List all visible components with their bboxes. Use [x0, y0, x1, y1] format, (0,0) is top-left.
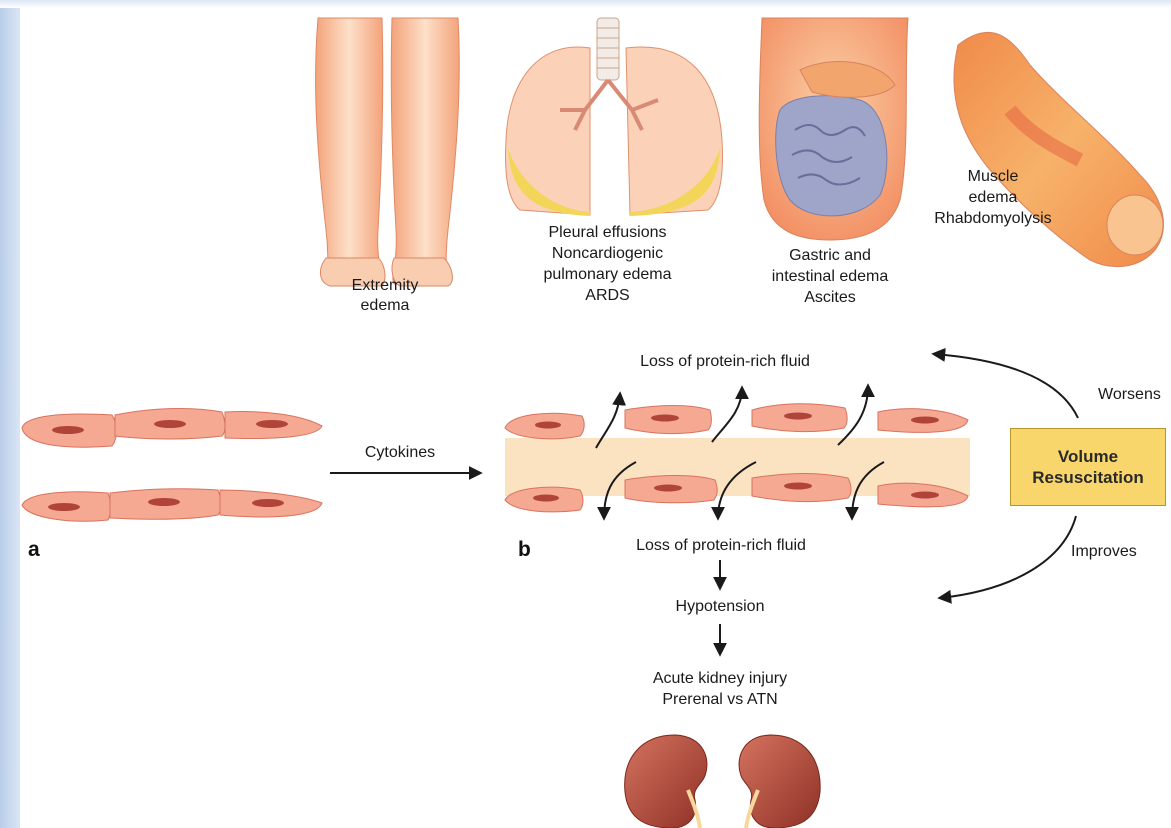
arm-illustration: [954, 32, 1164, 266]
muscle-label-line1: Muscle: [928, 166, 1058, 187]
lungs-label-line1: Pleural effusions: [500, 222, 715, 243]
worsens-label: Worsens: [1098, 385, 1161, 405]
loss-protein-bottom-label: Loss of protein-rich fluid: [596, 536, 846, 556]
lungs-illustration: [506, 18, 723, 216]
aki-label: Acute kidney injury Prerenal vs ATN: [610, 668, 830, 710]
muscle-label-line3: Rhabdomyolysis: [928, 208, 1058, 229]
improves-label: Improves: [1071, 542, 1137, 562]
abdomen-label-line1: Gastric and: [740, 245, 920, 266]
aki-label-line2: Prerenal vs ATN: [610, 689, 830, 710]
aki-label-line1: Acute kidney injury: [610, 668, 830, 689]
cytokines-label: Cytokines: [340, 443, 460, 463]
muscle-label: Muscle edema Rhabdomyolysis: [928, 166, 1058, 229]
legs-illustration: [316, 18, 460, 286]
panel-a-letter: a: [28, 538, 40, 562]
extremity-label-line1: Extremity: [320, 276, 450, 296]
lungs-label: Pleural effusions Noncardiogenic pulmona…: [500, 222, 715, 306]
muscle-label-line2: edema: [928, 187, 1058, 208]
hypotension-label: Hypotension: [640, 597, 800, 617]
leak-up-arrow-2: [712, 388, 742, 442]
panel-b-letter: b: [518, 538, 531, 562]
abdomen-illustration: [759, 18, 908, 240]
lungs-label-line4: ARDS: [500, 285, 715, 306]
improves-arrow: [940, 516, 1076, 598]
worsens-arrow: [934, 354, 1078, 418]
kidneys-illustration: [625, 735, 820, 828]
abdomen-label: Gastric and intestinal edema Ascites: [740, 245, 920, 308]
abdomen-label-line3: Ascites: [740, 287, 920, 308]
abdomen-label-line2: intestinal edema: [740, 266, 920, 287]
extremity-label-line2: edema: [320, 296, 450, 316]
lungs-label-line2: Noncardiogenic: [500, 243, 715, 264]
volume-resuscitation-line1: Volume: [1058, 446, 1118, 467]
volume-resuscitation-box: Volume Resuscitation: [1010, 428, 1166, 506]
loss-protein-top-label: Loss of protein-rich fluid: [600, 352, 850, 372]
lungs-label-line3: pulmonary edema: [500, 264, 715, 285]
extremity-label: Extremity edema: [320, 276, 450, 316]
normal-endothelium: [22, 408, 322, 521]
leaky-endothelium: [505, 404, 970, 512]
volume-resuscitation-line2: Resuscitation: [1032, 467, 1143, 488]
